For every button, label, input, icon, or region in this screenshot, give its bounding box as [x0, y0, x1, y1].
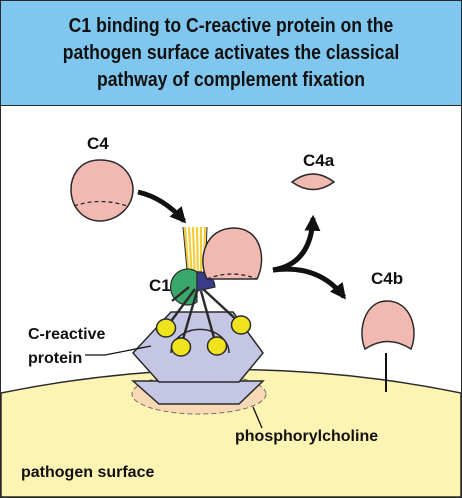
label-pathogen-surface: pathogen surface — [21, 464, 154, 481]
label-crp-line1: C-reactive — [28, 326, 105, 343]
title-box: C1 binding to C-reactive protein on the … — [1, 1, 461, 106]
c4-cleavage-line — [73, 200, 128, 207]
c1q-head — [206, 336, 228, 356]
crp-leader-line — [85, 345, 152, 356]
c1q-head — [170, 337, 192, 357]
c1q-head — [155, 318, 177, 338]
c4b-fragment — [361, 300, 415, 351]
c1q-heads — [155, 315, 252, 357]
label-phosphorylcholine: phosphorylcholine — [235, 428, 378, 445]
arrow-cleavage-to-c4b — [272, 266, 346, 300]
figure-title: C1 binding to C-reactive protein on the … — [62, 14, 400, 91]
phosphorylcholine-leader-line — [252, 406, 263, 429]
label-c4: C4 — [87, 134, 109, 153]
c4-bound-to-c1 — [202, 227, 263, 280]
label-c4b: C4b — [371, 269, 403, 288]
c1q-head — [230, 315, 252, 335]
label-c4a: C4a — [303, 151, 335, 170]
label-crp-line2: protein — [28, 350, 82, 367]
c4-molecule — [70, 159, 134, 222]
pathogen-surface — [1, 368, 461, 497]
label-c1: C1 — [149, 276, 171, 295]
arrow-c4-to-c1 — [137, 189, 187, 224]
arrow-cleavage-to-c4a — [272, 214, 321, 273]
c4a-fragment — [290, 173, 336, 191]
